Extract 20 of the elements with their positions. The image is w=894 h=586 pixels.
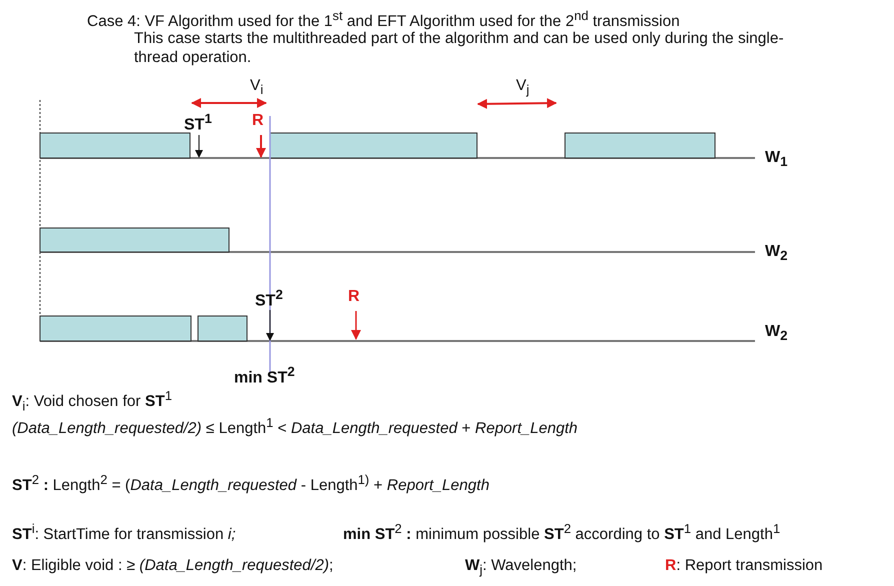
report-label: R — [348, 287, 360, 306]
start-time-label: ST$^{1}$ — [184, 111, 212, 135]
wavelength-label: W$_{1}$ — [765, 148, 788, 170]
formula-text: ST$^{2}$ : Length$^{2}$ = (Data_Length_requested - Length$^{1)}$ + Report_Length — [12, 472, 490, 496]
void-label: V$_{i}$ — [250, 77, 264, 98]
legend-text: R: Report transmission — [665, 557, 823, 576]
legend-text: V$_{i}$: Void chosen for ST$^{1}$ — [12, 388, 172, 414]
diagram-title: Case 4: VF Algorithm used for the 1$^{st}$ and EFT Algorithm used for the 2$^{nd}$ transmission — [87, 8, 680, 32]
wavelength-label: W$_{2}$ — [765, 322, 788, 344]
start-time-label: ST$^{2}$ — [255, 287, 283, 311]
formula-text: (Data_Length_requested/2) ≤ Length$^{1}$ < Data_Length_requested + Report_Length — [12, 415, 578, 439]
report-label: R — [252, 111, 264, 130]
legend-text: W$_{j}$: Wavelength; — [465, 557, 577, 578]
description-text: This case starts the multithreaded part of the algorithm and can be used only during the single-thread operation. — [134, 30, 785, 68]
legend-text: V: Eligible void : ≥ (Data_Length_requested/2); — [12, 557, 334, 576]
void-label: V$_{j}$ — [516, 77, 530, 98]
legend-text: ST$^{i}$: StartTime for transmission i; — [12, 521, 236, 545]
min-start-time-label: min ST$^{2}$ — [234, 364, 295, 388]
wavelength-label: W$_{2}$ — [765, 242, 788, 264]
legend-text: min ST$^{2}$ : minimum possible ST$^{2}$ according to ST$^{1}$ and Length$^{1}$ — [343, 521, 780, 545]
